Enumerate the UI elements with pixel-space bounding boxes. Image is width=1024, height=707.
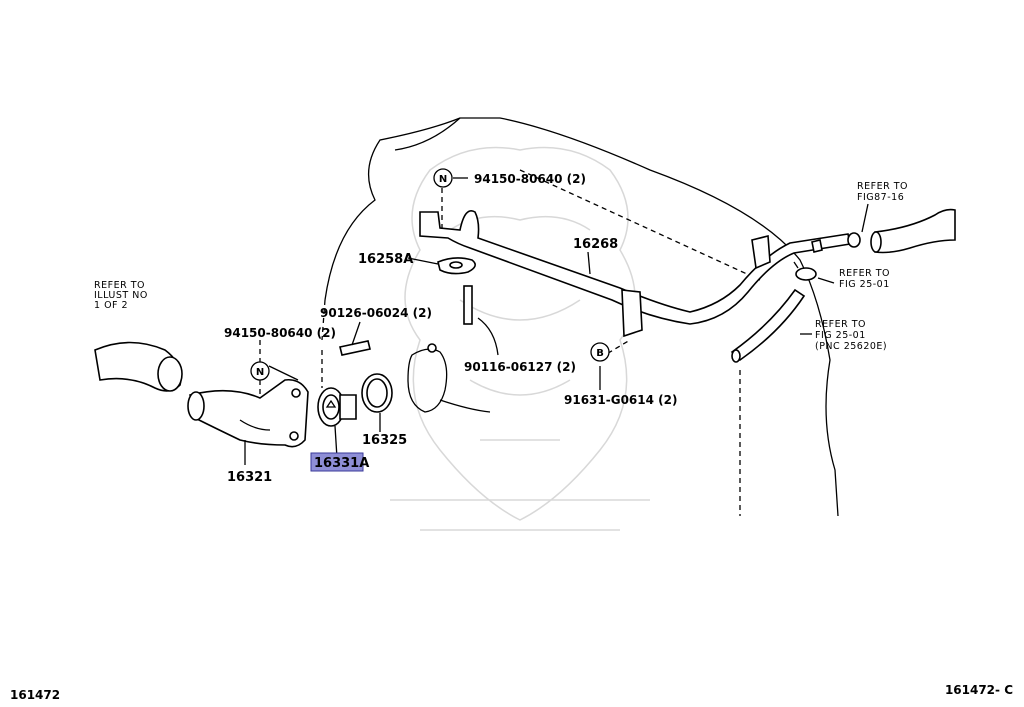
note-fig87-line2: FIG87-16 [857,192,904,203]
footer-left-id: 161472 [10,688,60,702]
thermostat-housing [407,343,491,413]
gasket-16258A[interactable] [437,257,476,275]
label-16325[interactable]: 16325 [362,433,407,448]
label-16258A[interactable]: 16258A [358,252,413,267]
note-illust-line1: REFER TO [94,280,145,291]
small-hose [730,288,806,363]
water-inlet-16321[interactable] [187,378,309,448]
label-94150-left[interactable]: 94150-80640 (2) [224,326,336,340]
note-refer-fig25-a: REFER TO FIG 25-01 [839,268,890,290]
label-94150-top[interactable]: 94150-80640 (2) [474,172,586,186]
note-fig87-line1: REFER TO [857,181,908,192]
hose-clamp [793,261,817,281]
left-hose [94,341,183,392]
note-fig25b-line1: REFER TO [815,319,866,330]
note-illust-line3: 1 OF 2 [94,300,128,311]
note-refer-fig87: REFER TO FIG87-16 [857,181,908,203]
note-refer-fig25-b: REFER TO FIG 25-01 (PNC 25620E) [815,319,887,352]
note-fig25b-line2: FIG 25-01 [815,330,866,341]
watermark-emblem [390,146,650,531]
note-fig25b-line3: (PNC 25620E) [815,341,887,352]
stud-90116[interactable] [463,285,473,325]
note-refer-illust: REFER TO ILLUST NO 1 OF 2 [94,280,148,311]
gasket-16325[interactable] [361,373,393,413]
note-illust-line2: ILLUST NO [94,290,148,301]
callout-n-left: N [250,361,270,381]
stud-90126[interactable] [339,340,371,356]
callout-n-left-label: N [256,367,264,378]
label-91631[interactable]: 91631-G0614 (2) [564,393,677,407]
note-fig25a-line1: REFER TO [839,268,890,279]
right-hose-upper [870,208,956,254]
label-90116[interactable]: 90116-06127 (2) [464,360,576,374]
thermostat-16331A[interactable] [317,387,357,427]
callout-n-top-label: N [439,174,447,185]
label-16331A[interactable]: 16331A [314,456,369,471]
footer-right-id: 161472- C [945,683,1013,697]
label-90126[interactable]: 90126-06024 (2) [320,306,432,320]
callout-b-label: B [596,348,604,359]
callout-n-top: N [433,168,453,188]
label-16321[interactable]: 16321 [227,470,272,485]
bypass-pipe-16268[interactable] [419,210,861,338]
engine-outline [321,117,839,517]
callout-b: B [590,342,610,362]
note-fig25a-line2: FIG 25-01 [839,279,890,290]
highlight-16331A[interactable]: 16331A [310,452,369,472]
label-16268[interactable]: 16268 [573,237,618,252]
